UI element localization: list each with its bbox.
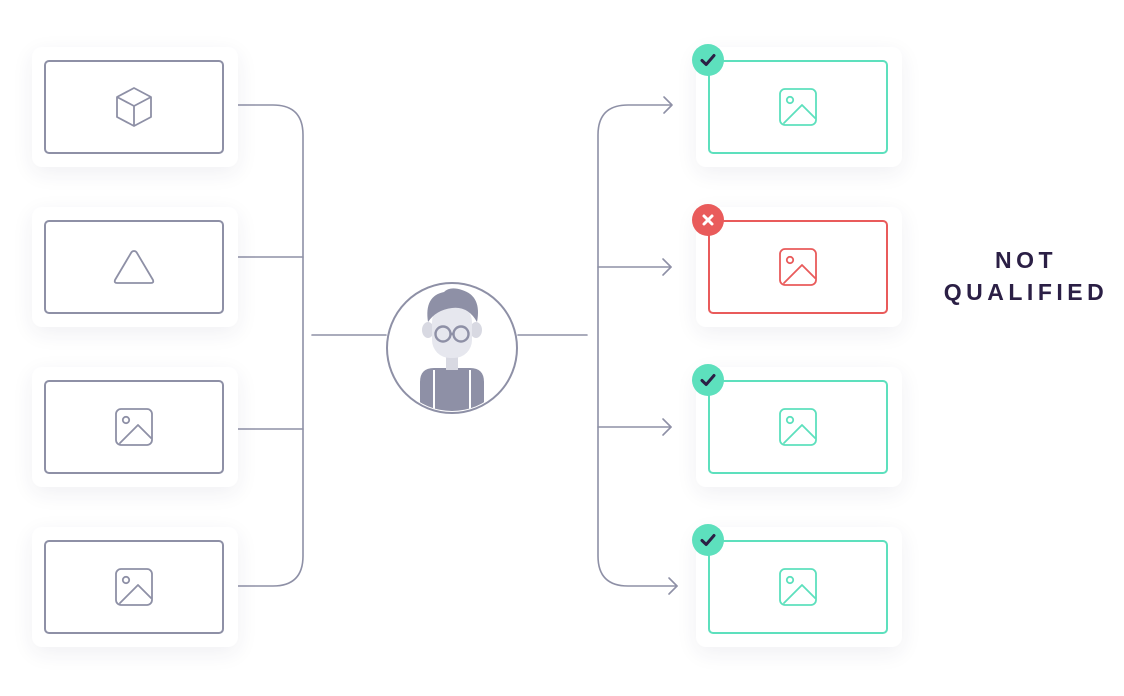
check-icon bbox=[700, 374, 716, 386]
not-qualified-label: NOT QUALIFIED bbox=[940, 244, 1112, 308]
label-line-2: QUALIFIED bbox=[943, 279, 1109, 305]
check-badge bbox=[692, 44, 724, 76]
output-card-4-qualified[interactable] bbox=[708, 540, 888, 634]
check-badge bbox=[692, 364, 724, 396]
connector-input-1 bbox=[222, 104, 304, 587]
label-line-1: NOT bbox=[994, 247, 1058, 273]
triangle-icon bbox=[113, 250, 155, 284]
connector-output-1 bbox=[597, 104, 678, 587]
output-card-1-qualified[interactable] bbox=[708, 60, 888, 154]
arrowhead-1 bbox=[663, 96, 673, 114]
output-card-3-qualified[interactable] bbox=[708, 380, 888, 474]
image-icon bbox=[115, 408, 153, 446]
image-icon bbox=[779, 248, 817, 286]
input-card-1[interactable] bbox=[44, 60, 224, 154]
input-card-4[interactable] bbox=[44, 540, 224, 634]
input-card-2[interactable] bbox=[44, 220, 224, 314]
check-icon bbox=[700, 54, 716, 66]
check-icon bbox=[700, 534, 716, 546]
image-icon bbox=[779, 408, 817, 446]
cube-icon bbox=[116, 87, 152, 127]
x-icon bbox=[702, 214, 714, 226]
image-icon bbox=[115, 568, 153, 606]
check-badge bbox=[692, 524, 724, 556]
input-card-3[interactable] bbox=[44, 380, 224, 474]
x-badge bbox=[692, 204, 724, 236]
image-icon bbox=[779, 88, 817, 126]
output-card-2-not-qualified[interactable] bbox=[708, 220, 888, 314]
arrowhead-4 bbox=[668, 577, 678, 595]
arrowhead-2 bbox=[662, 258, 672, 276]
image-icon bbox=[779, 568, 817, 606]
person-avatar bbox=[386, 282, 518, 414]
arrowhead-3 bbox=[662, 418, 672, 436]
